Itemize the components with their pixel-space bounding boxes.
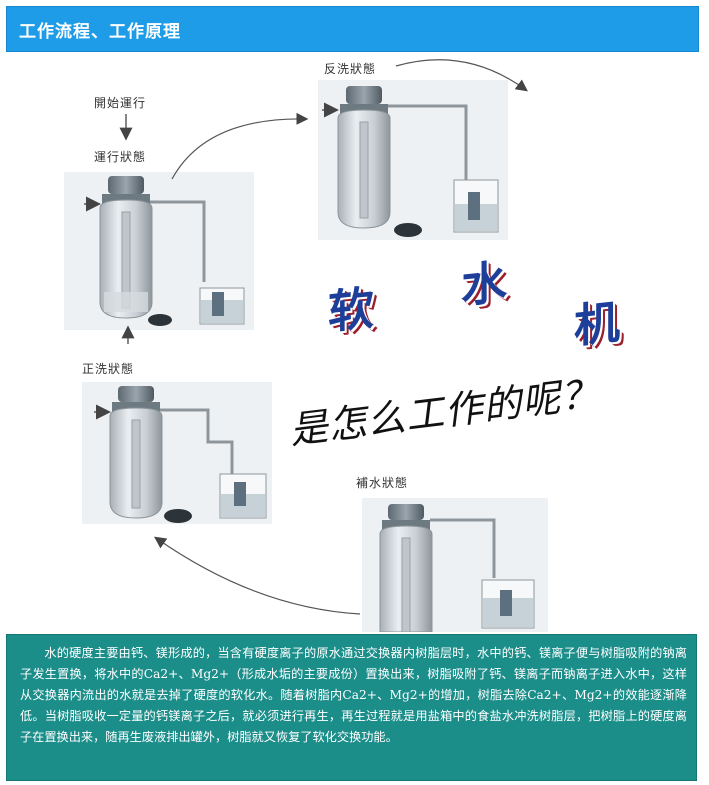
softener-unit-illustration <box>379 504 535 633</box>
refill-state-panel <box>362 498 548 633</box>
flow-arrow-icon <box>395 59 528 92</box>
down-arrow-icon <box>119 114 133 141</box>
state-label-rinse: 正洗狀態 <box>82 362 135 376</box>
headline-question: 是怎么工作的呢？ <box>287 370 603 453</box>
headline-char: 机 <box>574 294 620 354</box>
state-label-backwash: 反洗狀態 <box>324 62 377 76</box>
up-arrow-icon <box>121 325 135 344</box>
headline-char: 软 <box>328 280 374 340</box>
start-label: 開始運行 <box>94 96 147 110</box>
state-label-running: 運行狀態 <box>94 150 147 164</box>
state-label-refill: 補水狀態 <box>356 476 409 490</box>
softener-unit-illustration <box>84 176 245 326</box>
workflow-diagram: 開始運行 運行狀態 反洗狀態 <box>6 52 697 633</box>
description-text: 水的硬度主要由钙、镁形成的，当含有硬度离子的原水通过交换器内树脂层时，水中的钙、… <box>20 646 687 744</box>
rinse-state-panel <box>82 382 272 524</box>
flow-arrow-icon <box>171 112 309 180</box>
headline-char: 水 <box>461 254 507 314</box>
section-header: 工作流程、工作原理 <box>6 6 699 52</box>
softener-unit-illustration <box>322 86 499 237</box>
description-panel: 水的硬度主要由钙、镁形成的，当含有硬度离子的原水通过交换器内树脂层时，水中的钙、… <box>6 634 697 781</box>
running-state-panel <box>64 172 254 330</box>
backwash-state-panel <box>318 80 508 240</box>
section-title: 工作流程、工作原理 <box>19 22 181 42</box>
flow-arrow-icon <box>154 536 361 615</box>
softener-unit-illustration <box>94 386 267 523</box>
